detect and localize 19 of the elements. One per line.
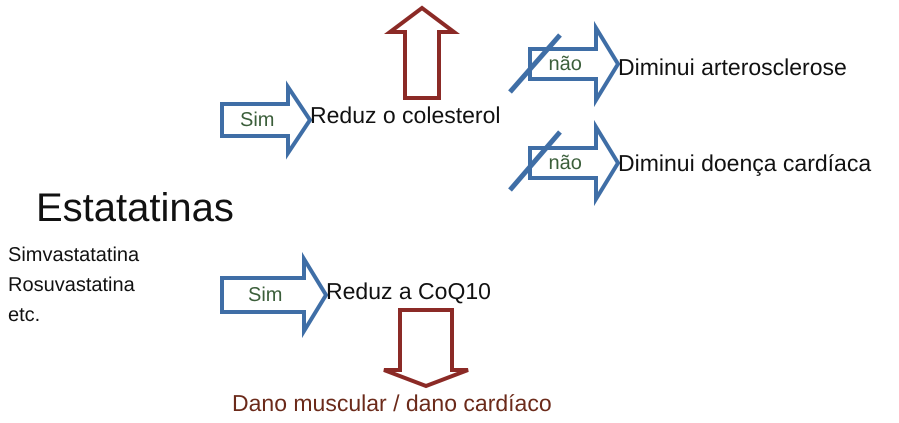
block-arrow <box>220 252 328 338</box>
arrow-label: Sim <box>240 108 274 132</box>
node-text: Reduz a CoQ10 <box>326 278 491 305</box>
node-text: Reduz o colesterol <box>310 102 500 129</box>
node-text: Diminui arterosclerose <box>618 54 847 81</box>
arrow-label: não <box>548 152 582 174</box>
list-item-text: Rosuvastatina <box>8 274 135 297</box>
list-item-text: Simvastatatina <box>8 244 140 267</box>
block-arrow <box>528 120 620 206</box>
block-arrow <box>220 80 312 160</box>
heading-text: Estatatinas <box>36 186 234 231</box>
block-arrow <box>528 20 620 108</box>
arrow-label: Sim <box>248 284 282 306</box>
arrow-label: não <box>548 52 582 76</box>
block-arrow <box>382 308 470 388</box>
list-item-text: etc. <box>8 304 40 327</box>
block-arrow <box>384 6 460 100</box>
node-text: Diminui doença cardíaca <box>618 150 872 177</box>
node-text: Dano muscular / dano cardíaco <box>232 390 552 417</box>
